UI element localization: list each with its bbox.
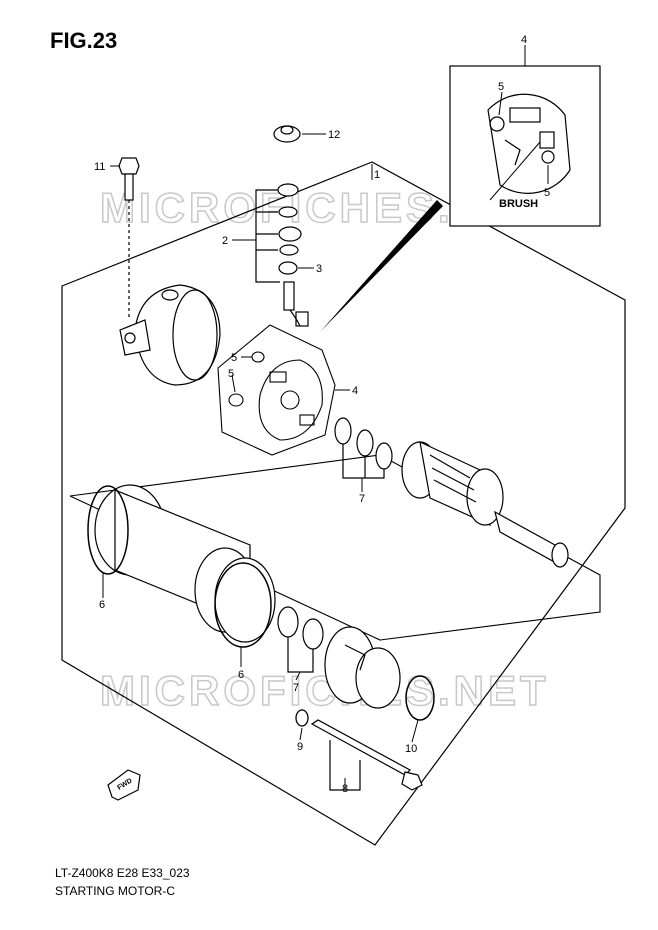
part-washers-7-lower xyxy=(277,606,324,673)
callout-1: 1 xyxy=(374,169,380,181)
fwd-arrow-icon: FWD xyxy=(107,769,141,801)
callout-11: 11 xyxy=(94,161,105,173)
part-oring-10 xyxy=(405,675,435,721)
callout-9: 9 xyxy=(297,741,303,753)
part-terminal xyxy=(283,281,309,327)
figure-name: STARTING MOTOR-C xyxy=(55,884,175,898)
brush-label: BRUSH xyxy=(499,198,538,210)
assembly-outline xyxy=(61,161,626,846)
part-armature xyxy=(401,440,569,568)
brush-plate-outline xyxy=(217,324,336,456)
inset-pointer xyxy=(320,200,443,332)
callout-8: 8 xyxy=(342,783,348,795)
part-bolt-11 xyxy=(118,157,140,320)
callout-10: 10 xyxy=(405,743,417,755)
callout-7-b: 7 xyxy=(293,682,299,694)
leader-lines xyxy=(102,45,549,790)
callout-5-inset-bottom: 5 xyxy=(544,187,550,199)
callout-3: 3 xyxy=(316,263,322,275)
callout-6-a: 6 xyxy=(99,599,105,611)
part-nut-12 xyxy=(273,125,301,143)
part-washer-9 xyxy=(295,709,309,727)
model-code: LT-Z400K8 E28 E33_023 xyxy=(55,866,190,880)
inner-outline xyxy=(69,454,601,641)
part-bolts-8 xyxy=(310,719,423,791)
callout-4-inset: 4 xyxy=(521,34,527,46)
callout-7-a: 7 xyxy=(359,493,365,505)
part-brush-plate-4 xyxy=(228,351,323,441)
brush-leader xyxy=(489,141,541,201)
callout-4-main: 4 xyxy=(352,385,358,397)
callout-12: 12 xyxy=(328,129,340,141)
part-orings-6 xyxy=(87,485,272,648)
part-end-cover xyxy=(119,284,221,386)
part-washers-7-upper xyxy=(334,417,393,479)
callout-5-b: 5 xyxy=(228,368,234,380)
callout-6-b: 6 xyxy=(238,669,244,681)
callout-2: 2 xyxy=(222,235,228,247)
callout-labels: 1 2 3 4 4 5 5 5 5 6 6 7 7 8 9 10 11 12 xyxy=(94,34,550,795)
callout-5-inset-top: 5 xyxy=(498,81,504,93)
watermark-bottom: MICROFICHES.NET xyxy=(100,667,550,714)
figure-title: FIG.23 xyxy=(50,28,118,53)
brush-holder-inset xyxy=(487,93,571,194)
callout-5-a: 5 xyxy=(231,352,237,364)
part-washers-2 xyxy=(255,183,302,283)
part-front-bracket xyxy=(324,626,401,709)
